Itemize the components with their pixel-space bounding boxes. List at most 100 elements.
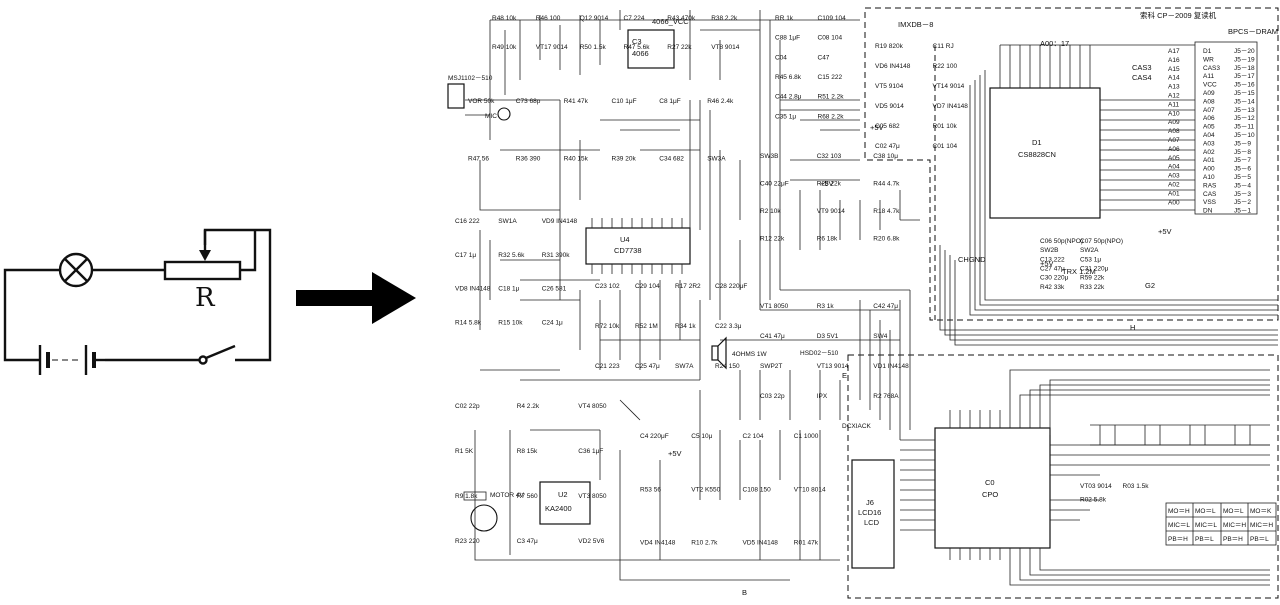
component-label: C17 1μ [455,252,476,259]
vcc-tag: 4066_VCC [652,17,689,26]
component-label: R01 47k [794,540,819,547]
address-pin-label: A01 [1168,190,1180,197]
component-label: C31 220μ [1080,266,1109,273]
component-label: VT10 8014 [794,486,826,493]
address-pin-label: A08 [1168,128,1180,135]
mode-table-cell: MIC＝L [1168,522,1190,529]
mode-table-cell: PB＝L [1250,536,1269,543]
rheostat-symbol: R [163,230,242,313]
address-pin-label: A10 [1168,110,1180,117]
j5-pin-label: J5－12 [1234,115,1255,122]
c3-ref: C3 [632,37,642,46]
component-label: R47 56 [468,156,489,163]
net-e: E [842,371,847,380]
mode-table-cell: MIC＝L [1195,522,1217,529]
mode-table-cell: MO＝L [1223,508,1244,515]
address-pin-label: A00 [1168,199,1180,206]
resistor-label: R [195,283,216,313]
cpu-ref: C0 [985,478,995,487]
d-pin-label: A11 [1203,73,1214,80]
power-rail-label: +5V [820,179,834,188]
component-label: VT13 9014 [817,363,849,370]
component-label: VT9 9014 [817,208,846,215]
component-label: VOR 50k [468,98,495,105]
power-rail-label: +5V [668,449,682,458]
d-pin-label: CAS3 [1203,65,1220,72]
address-pin-label: A03 [1168,173,1180,180]
component-label: VT1 8050 [760,303,789,310]
d-pin-label: A10 [1203,174,1215,181]
component-label: SW3A [707,156,726,163]
component-label: VT2 K550 [691,486,720,493]
address-pin-label: A14 [1168,75,1180,82]
address-pin-label: A05 [1168,155,1180,162]
component-label: C15 222 [818,74,843,81]
j5-pin-label: J5－6 [1234,166,1251,173]
component-label: SW4 [873,333,887,340]
component-label: VT03 9014 [1080,483,1112,490]
motor-label: MOTOR 4V [490,492,524,499]
schematic: 索科 CP－2009 复读机 IMXDB－8 BPCS－DRAM A00：17 … [447,7,1279,599]
d-pin-label: A05 [1203,124,1215,131]
component-label: VT4 8050 [578,403,607,410]
component-label: SW1A [498,218,517,225]
component-label: SW2B [1040,247,1058,254]
component-label: VT3 8050 [578,493,607,500]
component-label: R7 560 [517,493,538,500]
connector-j5: J5－20J5－19J5－18J5－17J5－16J5－15J5－14J5－13… [1194,41,1258,215]
component-label: RR 1k [775,15,794,22]
component-label: R10 2.7k [691,540,718,547]
j5-pin-label: J5－8 [1234,149,1251,156]
component-label: C4 220μF [640,433,669,440]
j5-pin-label: J5－17 [1234,73,1255,80]
d-pin-label: A07 [1203,107,1215,114]
component-label: SW7A [675,363,694,370]
dram-module-boundary [864,7,1279,321]
component-label: R2 10k [760,208,781,215]
d-pin-label: A06 [1203,115,1215,122]
lcd-word: LCD [864,518,880,527]
power-rail-label: +5V [1158,227,1172,236]
component-label: R24 150 [715,363,740,370]
component-label: R17 2R2 [675,283,701,290]
component-label: R01 10k [933,123,958,130]
component-label: C02 22p [455,403,480,410]
component-label: SW2A [1080,247,1099,254]
component-label: R40 15k [564,156,589,163]
component-label: C16 222 [455,218,480,225]
component-label: VD5 IN4148 [743,540,779,547]
component-label: R32 5.6k [498,252,525,259]
speaker-label: 4OHMS 1W [732,351,768,358]
j5-pin-label: J5－9 [1234,140,1251,147]
u4-ref: U4 [620,235,630,244]
component-label: R2 768A [873,393,899,400]
d-pin-label: A09 [1203,90,1215,97]
component-label: VD6 IN4148 [875,63,911,70]
j5-pin-label: J5－1 [1234,208,1251,215]
j5-pin-label: J5－16 [1234,82,1255,89]
d-pin-label: VCC [1203,82,1217,89]
component-label: C73 68p [516,98,541,105]
j5-pin-label: J5－11 [1234,124,1254,131]
component-label: VD8 IN4148 [455,286,491,293]
component-label: R52 1M [635,323,658,330]
address-pin-label: A13 [1168,84,1180,91]
component-label: R39 20k [612,156,637,163]
component-label: R34 1k [675,323,696,330]
j5-pin-label: J5－7 [1234,157,1251,164]
d1-part: CS8828CN [1018,150,1056,159]
net-chgnd: CHGND [958,255,986,264]
component-label: R31 390k [542,252,571,259]
d-pin-label: A01 [1203,157,1215,164]
simple-circuit: R [3,228,272,375]
component-label: R44 4.7k [873,181,900,188]
address-pin-label: A06 [1168,146,1180,153]
address-pin-label: A17 [1168,48,1180,55]
d-pin-label: VSS [1203,199,1217,206]
component-label: VD1 IN4148 [873,363,909,370]
arrow-icon [296,272,416,324]
